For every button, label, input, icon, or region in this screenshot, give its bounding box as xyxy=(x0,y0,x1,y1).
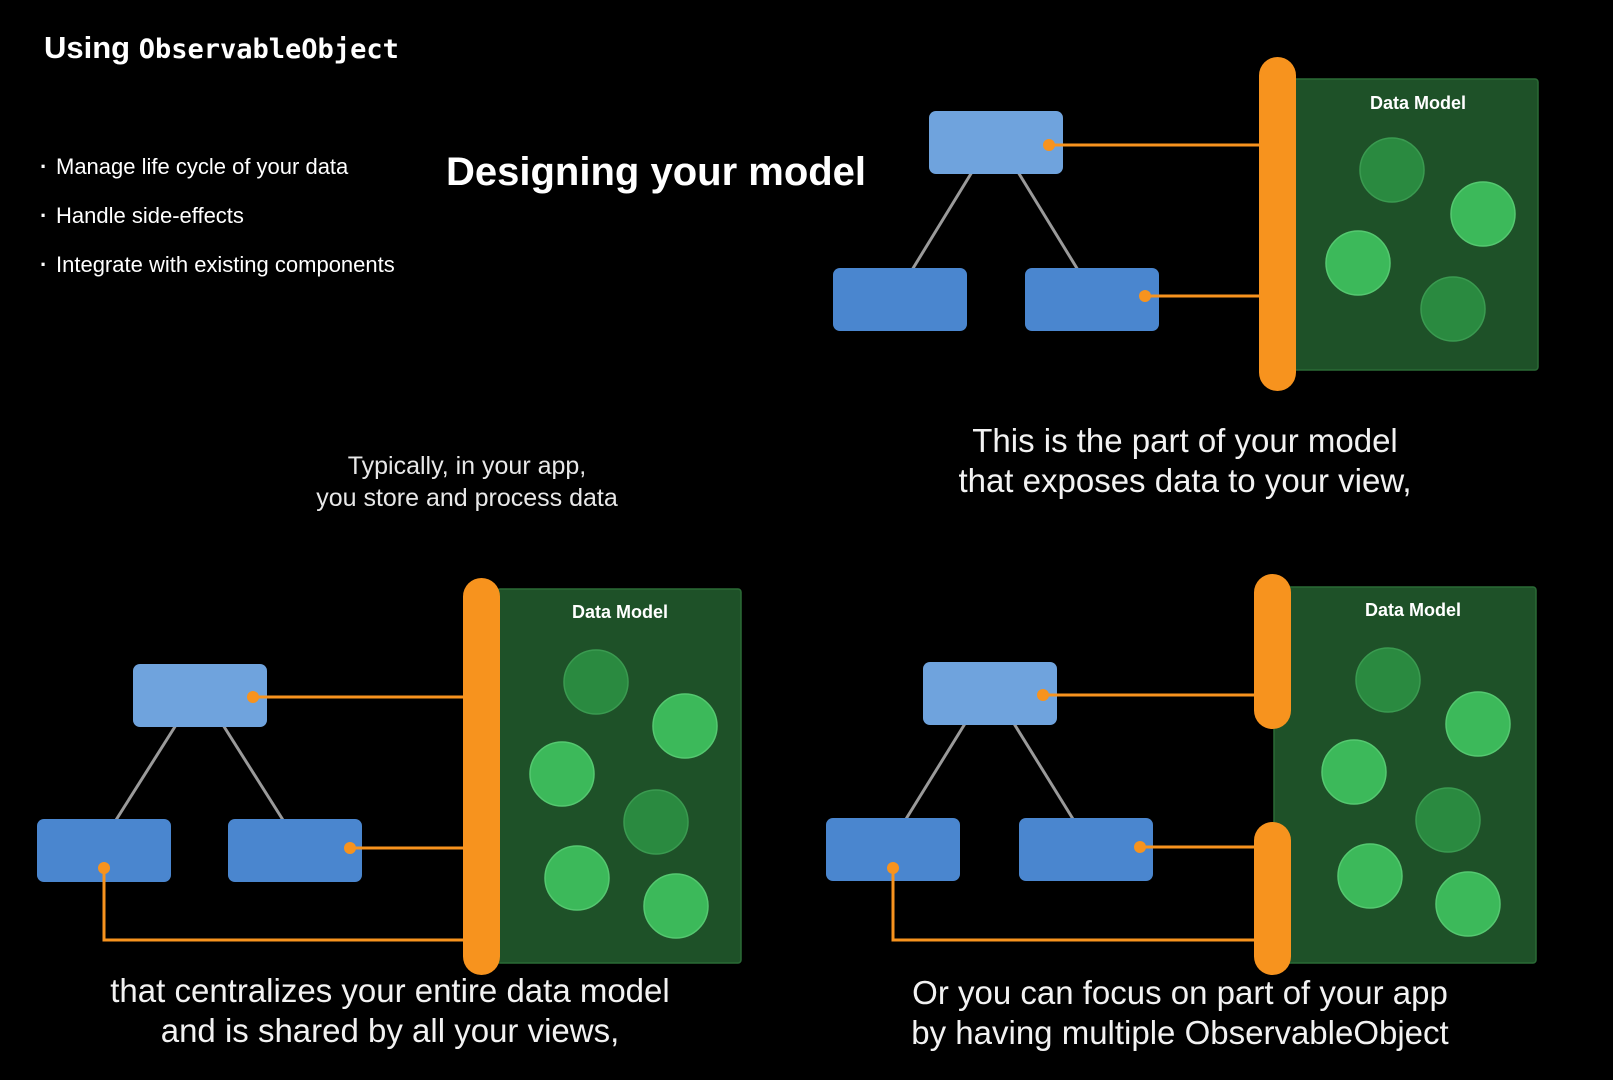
diagram-bottom-right: Data Model xyxy=(826,574,1537,975)
bullet-item: Integrate with existing components xyxy=(40,250,395,299)
title-code: ObservableObject xyxy=(138,34,399,65)
tree-line xyxy=(1016,171,1080,271)
caption-line: that exposes data to your view, xyxy=(958,462,1412,499)
connector-dot xyxy=(887,862,899,874)
data-circle xyxy=(529,741,595,807)
bullet-item: Handle side-effects xyxy=(40,201,395,250)
data-model-label: Data Model xyxy=(1365,600,1461,620)
caption-line: you store and process data xyxy=(316,484,618,512)
data-model-label: Data Model xyxy=(1370,93,1466,113)
root-view-node xyxy=(133,664,267,727)
caption-line: that centralizes your entire data model xyxy=(110,972,670,1009)
data-circle xyxy=(1445,691,1511,757)
data-circle xyxy=(1420,276,1486,342)
root-view-node xyxy=(923,662,1057,725)
data-circle xyxy=(652,693,718,759)
tree-line xyxy=(910,171,974,271)
connector-dot xyxy=(98,862,110,874)
tree-line xyxy=(114,724,178,821)
child-view-node xyxy=(37,819,171,882)
data-circle xyxy=(563,649,629,715)
connector-dot xyxy=(1043,139,1055,151)
observable-object-bar xyxy=(1259,57,1296,391)
caption-top-right: This is the part of your model that expo… xyxy=(900,421,1470,501)
observable-object-bar xyxy=(1254,574,1291,729)
data-circle xyxy=(1435,871,1501,937)
data-circle xyxy=(643,873,709,939)
child-view-node xyxy=(1019,818,1153,881)
connector-dot xyxy=(1134,841,1146,853)
connector-line xyxy=(891,868,1256,942)
data-model-label: Data Model xyxy=(572,602,668,622)
data-circle xyxy=(1359,137,1425,203)
connector-dot xyxy=(1037,689,1049,701)
bullet-item: Manage life cycle of your data xyxy=(40,152,395,201)
connector-dot xyxy=(344,842,356,854)
caption-top-left: Typically, in your app, you store and pr… xyxy=(262,450,672,514)
caption-line: This is the part of your model xyxy=(972,422,1398,459)
tree-line xyxy=(221,724,285,821)
observable-object-bar xyxy=(463,578,500,975)
child-view-node xyxy=(228,819,362,882)
caption-bottom-right: Or you can focus on part of your app by … xyxy=(860,973,1500,1053)
connector-dot xyxy=(247,691,259,703)
data-circle xyxy=(544,845,610,911)
caption-line: Typically, in your app, xyxy=(347,452,587,480)
child-view-node xyxy=(826,818,960,881)
caption-bottom-left: that centralizes your entire data model … xyxy=(60,971,720,1051)
tree-line xyxy=(1011,721,1075,820)
slide-title: Using ObservableObject xyxy=(44,30,399,66)
caption-line: and is shared by all your views, xyxy=(160,1012,620,1049)
bullet-list: Manage life cycle of your data Handle si… xyxy=(40,152,395,299)
data-circle xyxy=(1321,739,1387,805)
connector-line xyxy=(102,868,466,942)
child-view-node xyxy=(1025,268,1159,331)
diagram-top-right: Data Model xyxy=(833,57,1539,391)
connector-dot xyxy=(1139,290,1151,302)
data-circle xyxy=(1355,647,1421,713)
data-circle xyxy=(623,789,689,855)
caption-line: Or you can focus on part of your app xyxy=(912,974,1448,1011)
tree-line xyxy=(904,721,968,820)
section-heading: Designing your model xyxy=(446,150,867,194)
root-view-node xyxy=(929,111,1063,174)
data-circle xyxy=(1415,787,1481,853)
title-prefix: Using xyxy=(44,30,131,65)
diagram-bottom-left: Data Model xyxy=(37,578,742,975)
child-view-node xyxy=(833,268,967,331)
data-circle xyxy=(1325,230,1391,296)
caption-line: by having multiple ObservableObject xyxy=(911,1014,1449,1051)
observable-object-bar xyxy=(1254,822,1291,975)
data-circle xyxy=(1450,181,1516,247)
data-circle xyxy=(1337,843,1403,909)
